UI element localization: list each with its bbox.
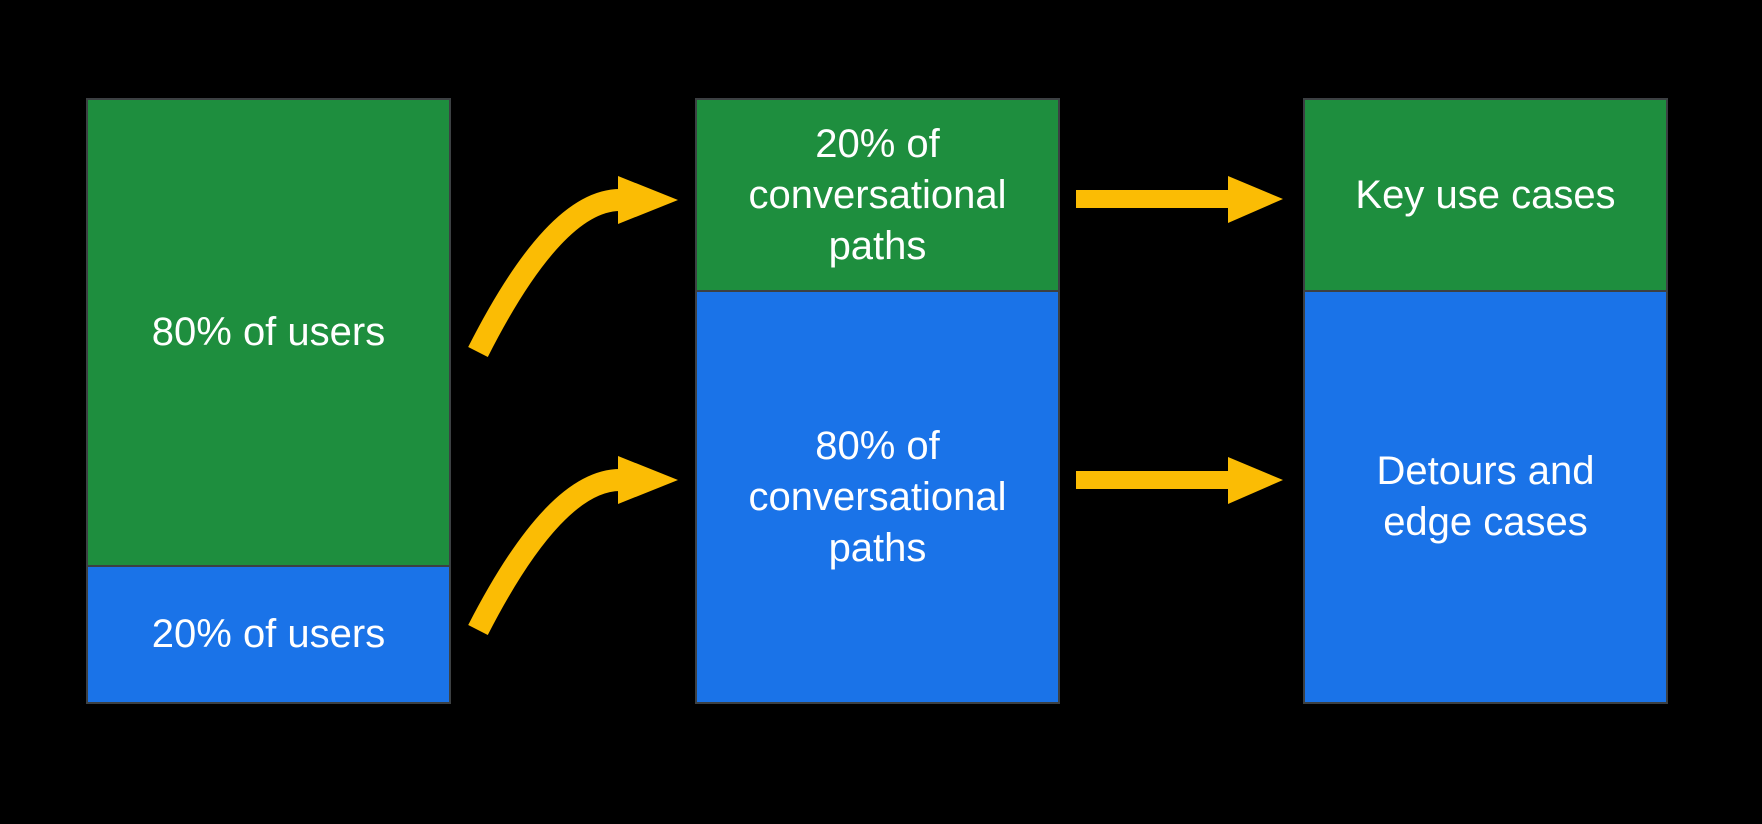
straight-arrow-paths-to-detours [1076, 457, 1283, 504]
users-majority-segment: 80% of users [86, 98, 451, 567]
users-minority-label: 20% of users [151, 612, 386, 656]
arrow-head-icon [618, 176, 678, 224]
arrow-head-icon [1228, 457, 1283, 504]
use-cases-column: Key use cases Detours and edge cases [1303, 98, 1668, 704]
curved-arrow-shaft [468, 189, 621, 357]
paths-majority-segment: 80% of conversational paths [695, 292, 1060, 704]
detours-edge-cases-segment: Detours and edge cases [1303, 292, 1668, 704]
users-column: 80% of users 20% of users [86, 98, 451, 704]
key-use-cases-label: Key use cases [1355, 172, 1616, 217]
paths-minority-label: 20% of conversational paths [748, 121, 1007, 268]
arrow-head-icon [1228, 176, 1283, 223]
users-minority-segment: 20% of users [86, 567, 451, 704]
arrow-head-icon [618, 456, 678, 504]
users-majority-label: 80% of users [151, 310, 386, 354]
curved-arrow-shaft [468, 469, 621, 636]
straight-arrow-paths-to-key-use-cases [1076, 176, 1283, 223]
paths-majority-label: 80% of conversational paths [748, 423, 1007, 570]
curved-arrow-users-to-long-tail-paths [468, 456, 678, 636]
curved-arrow-users-to-key-paths [468, 176, 678, 357]
conversational-paths-column: 20% of conversational paths 80% of conve… [695, 98, 1060, 704]
paths-minority-segment: 20% of conversational paths [695, 98, 1060, 292]
detours-edge-cases-label: Detours and edge cases [1376, 449, 1595, 544]
key-use-cases-segment: Key use cases [1303, 98, 1668, 292]
